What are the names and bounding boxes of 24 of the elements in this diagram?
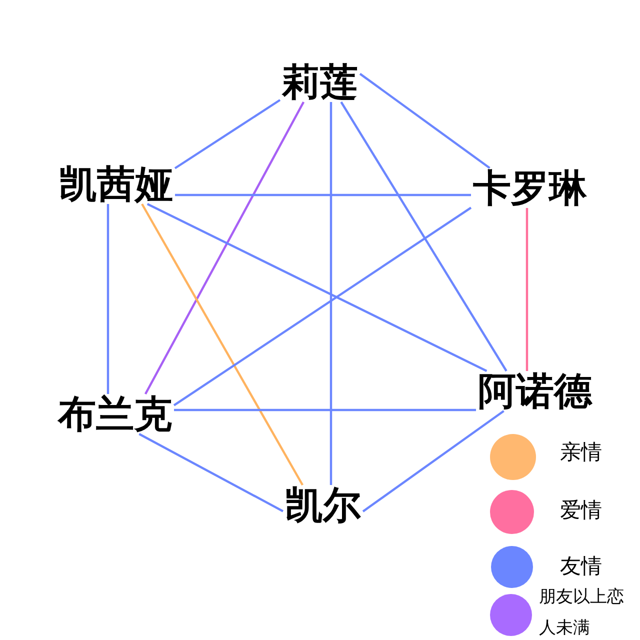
relation-line [141, 203, 304, 486]
character-name: 莉莲 [280, 62, 360, 102]
relation-line [362, 410, 504, 512]
relation-line [144, 101, 305, 395]
legend-label: 爱情 [560, 497, 603, 523]
legend-label: 亲情 [560, 439, 603, 465]
relation-line [173, 206, 472, 406]
relation-line [138, 433, 284, 512]
legend-label: 朋友以上恋人未满 [539, 586, 625, 640]
relation-line [106, 204, 110, 394]
relation-line [174, 408, 476, 412]
character-name: 布兰克 [56, 394, 174, 434]
character-name: 凯尔 [283, 485, 363, 525]
character-name: 凯茜娅 [57, 164, 175, 204]
relation-line [174, 99, 281, 170]
character-name: 阿诺德 [476, 371, 594, 411]
relation-line [340, 101, 508, 372]
relation-line [330, 102, 332, 485]
character-name: 卡罗琳 [471, 168, 589, 208]
relation-line [146, 203, 488, 372]
relation-line [175, 194, 471, 196]
relation-line [359, 72, 490, 169]
legend-label: 友情 [560, 553, 603, 579]
relation-line [526, 208, 528, 371]
